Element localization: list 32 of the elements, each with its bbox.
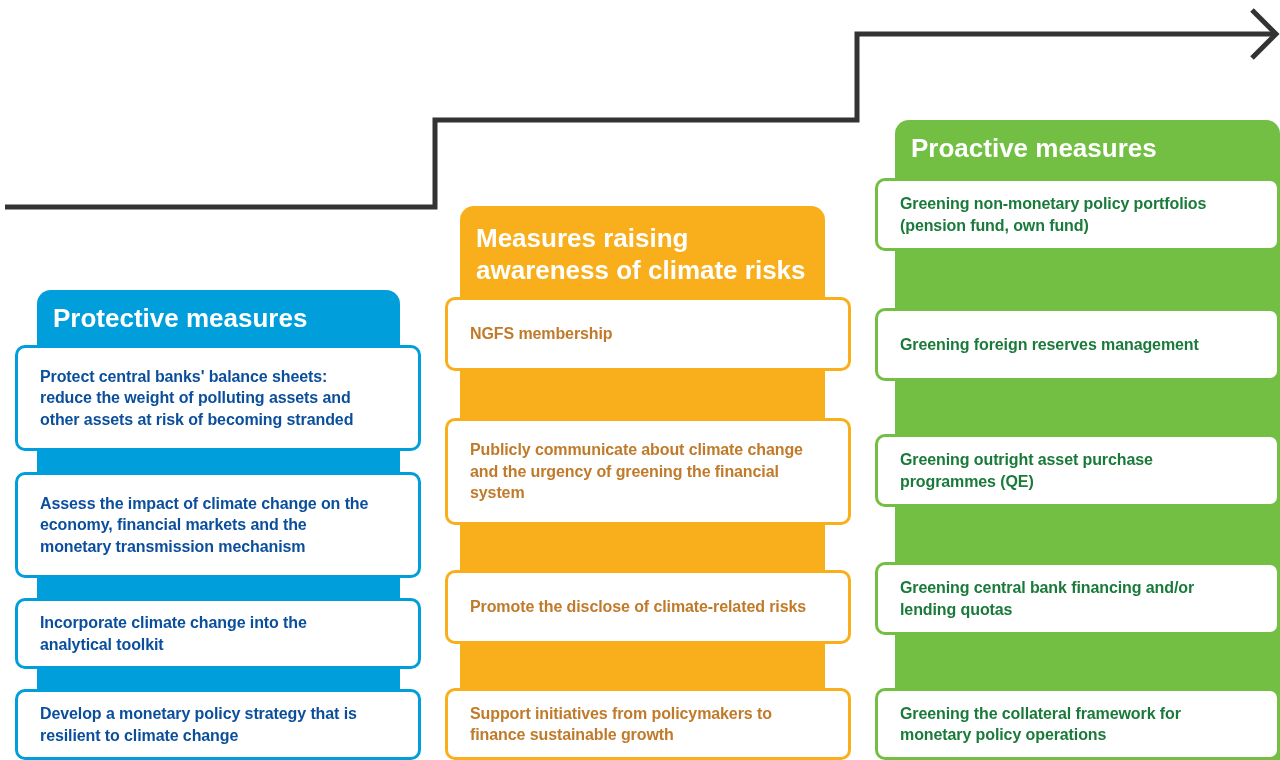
measure-text: Incorporate climate change into the analytical toolkit (40, 613, 308, 655)
column-heading: Protective measures (53, 302, 309, 334)
measure-text: Greening outright asset purchase programmes (QE) (900, 450, 1154, 492)
measure-text: Greening central bank financing and/or lending quotas (900, 578, 1196, 620)
measure-box (445, 418, 851, 525)
measure-box (875, 178, 1280, 251)
measure-box (445, 297, 851, 371)
measure-text: Protect central banks' balance sheets: reduce the weight of polluting assets and other assets at risk of becoming stranded (40, 366, 355, 430)
measure-text: Greening foreign reserves management (900, 334, 1199, 355)
measure-text: NGFS membership (470, 324, 613, 345)
measure-text: Promote the disclose of climate-related risks (470, 597, 807, 618)
measure-box (445, 570, 851, 644)
column-band (875, 120, 1280, 760)
measure-text: Publicly communicate about climate change and the urgency of greening the financial system (470, 440, 804, 504)
column-heading: Measures raising awareness of climate risks (476, 222, 807, 286)
measure-box (445, 688, 851, 760)
measure-box (15, 689, 421, 760)
measure-text: Support initiatives from policymakers to finance sustainable growth (470, 703, 773, 745)
measure-box (875, 308, 1280, 381)
measure-box (875, 562, 1280, 635)
column-band (15, 290, 421, 760)
column-band (445, 206, 851, 760)
measure-text: Develop a monetary policy strategy that is resilient to climate change (40, 704, 358, 746)
measure-box (875, 434, 1280, 507)
measure-box (15, 598, 421, 669)
measure-text: Assess the impact of climate change on the economy, financial markets and the monetary transmission mechanism (40, 493, 370, 557)
measure-box (15, 345, 421, 451)
measure-text: Greening the collateral framework for monetary policy operations (900, 703, 1182, 745)
measure-box (15, 472, 421, 578)
column-heading: Proactive measures (911, 132, 1158, 164)
measure-text: Greening non-monetary policy portfolios (pension fund, own fund) (900, 194, 1208, 236)
measure-box (875, 688, 1280, 760)
